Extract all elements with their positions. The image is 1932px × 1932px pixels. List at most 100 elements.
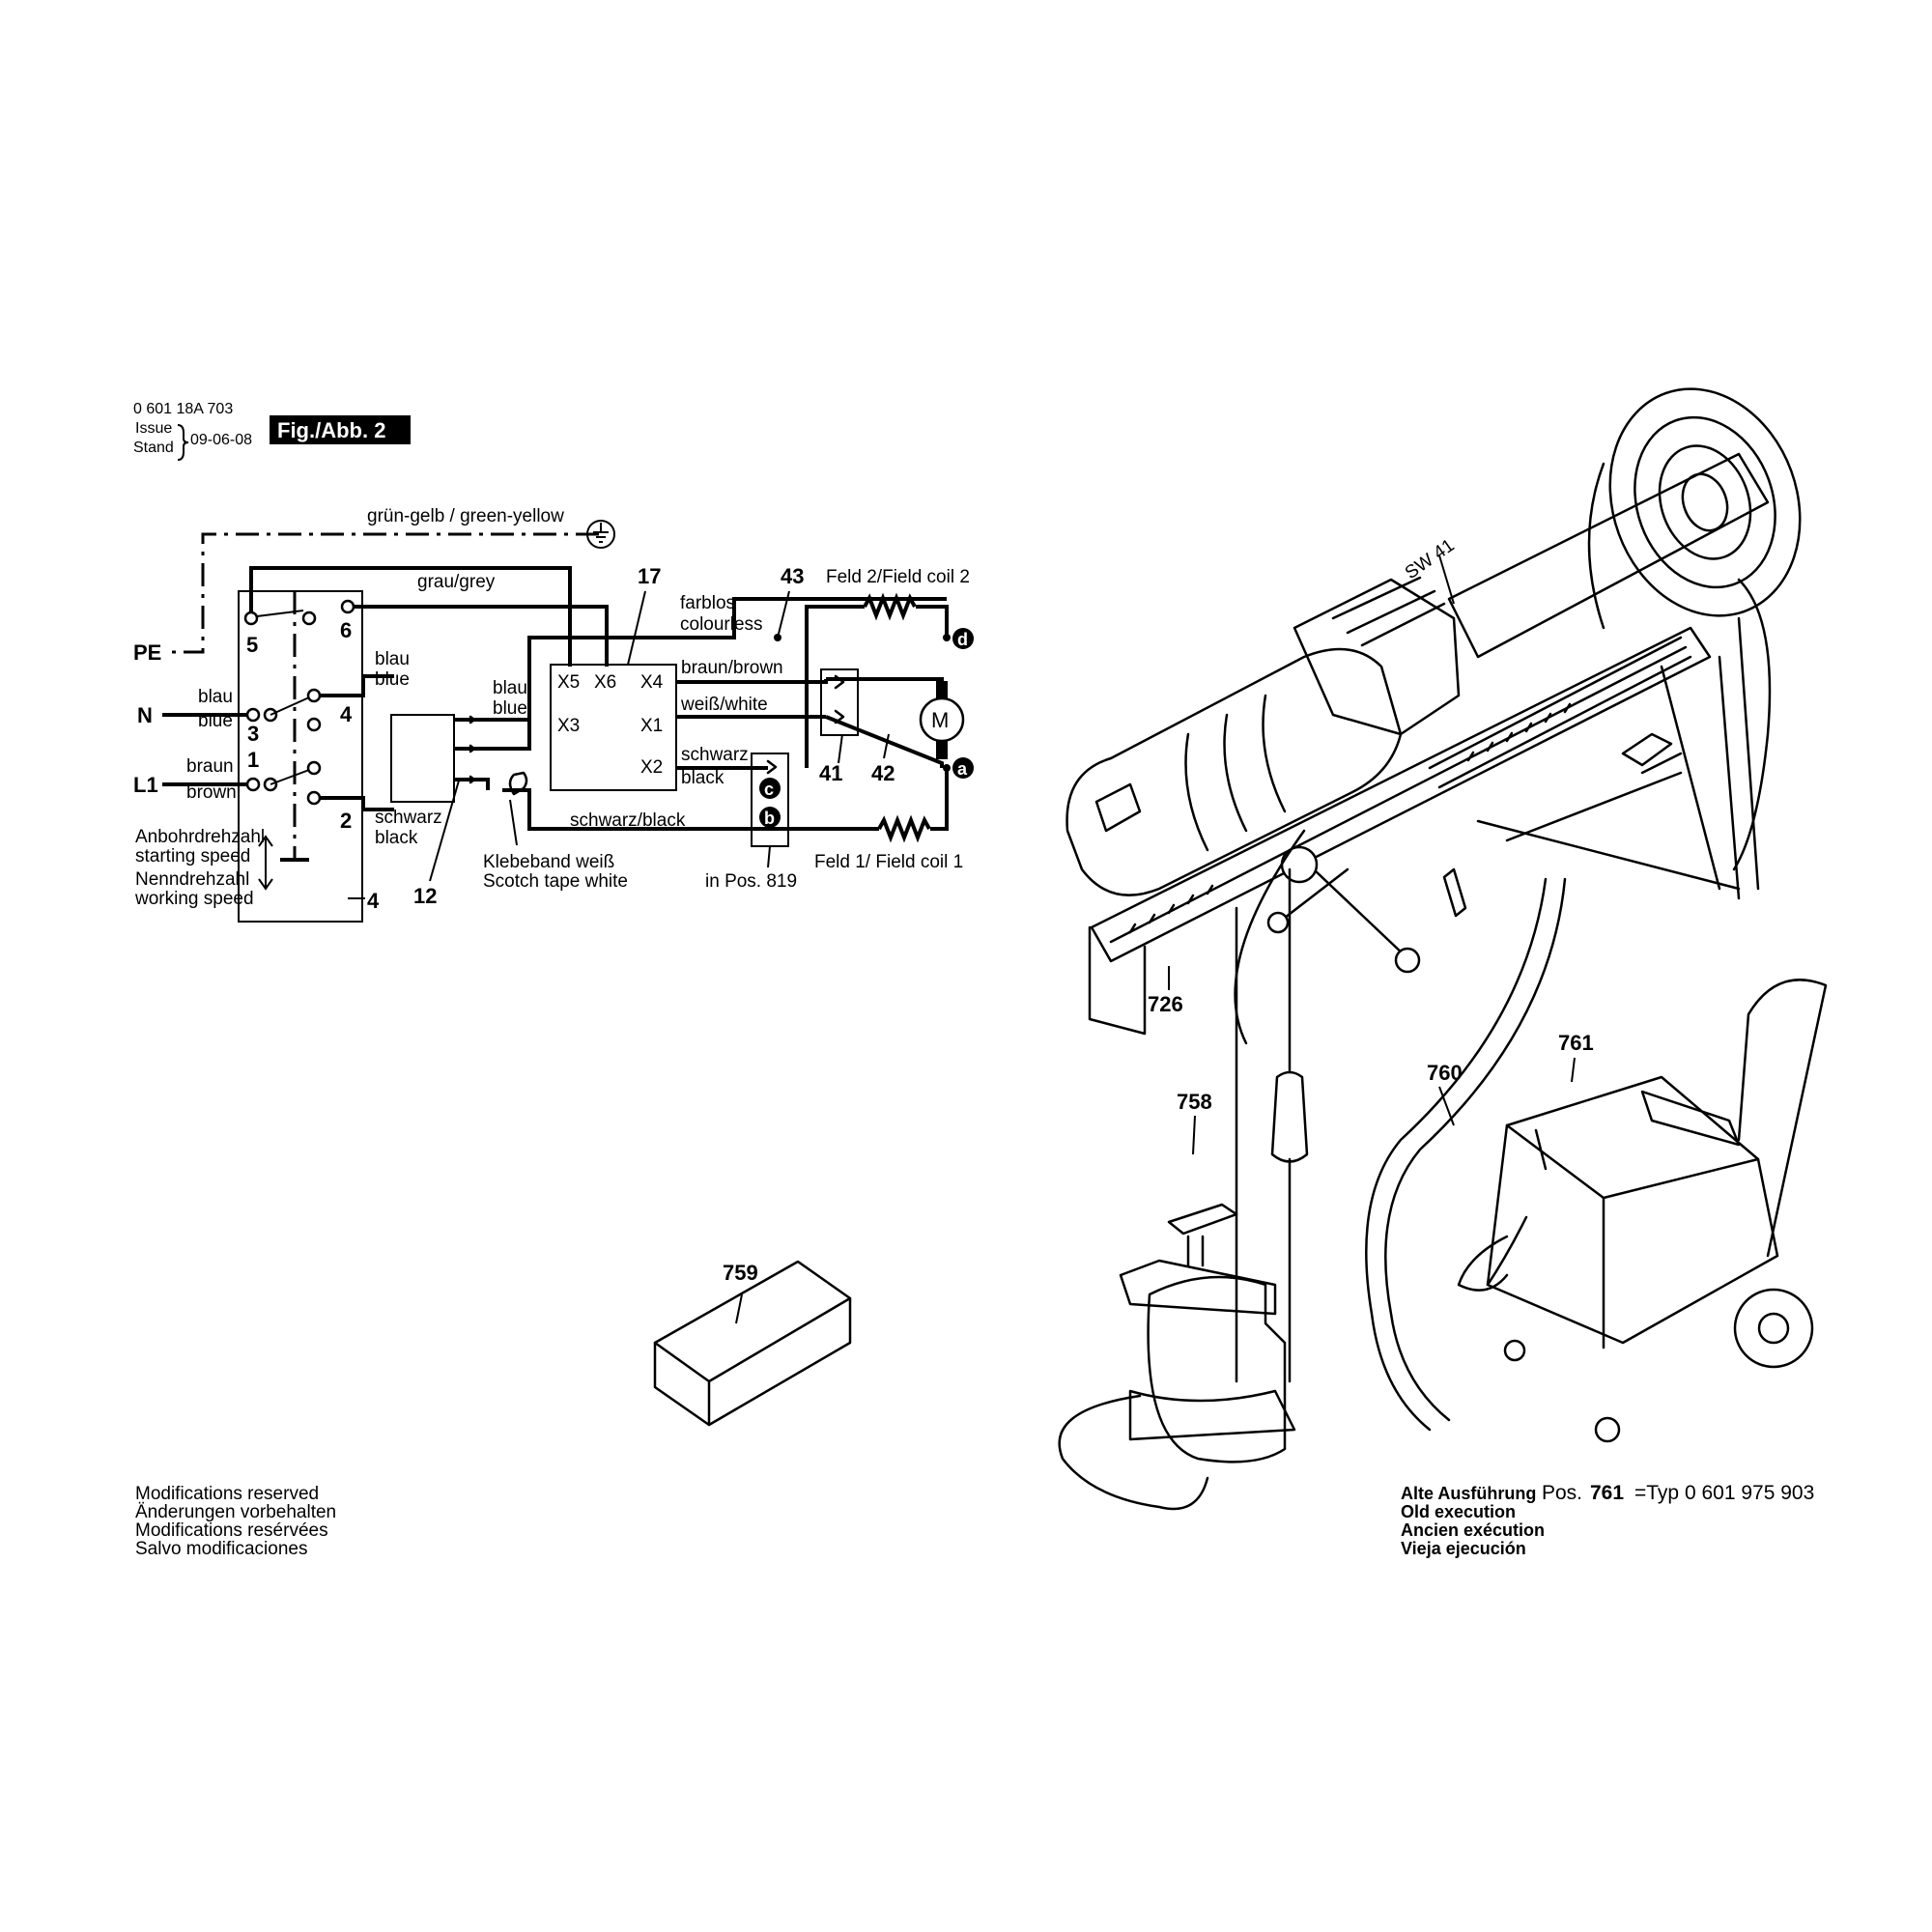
tape-label-en: Scotch tape white <box>483 871 628 892</box>
pos-761: 761 <box>1590 1482 1624 1504</box>
spindle <box>1447 452 1770 659</box>
blue-wire-de: blau <box>375 649 410 669</box>
conn-a-badge <box>952 757 974 779</box>
module-pos: 12 <box>413 884 437 908</box>
gearbox <box>1293 578 1461 736</box>
black-wire-module <box>454 778 879 831</box>
rig-rail <box>1090 626 1712 963</box>
pos-42-leader <box>883 733 890 759</box>
motor-label: M <box>931 708 949 732</box>
brown-wire-label: braun/brown <box>681 658 783 678</box>
part-761-leader <box>1571 1057 1576 1083</box>
node-d <box>943 634 951 641</box>
black-wire-label-de: schwarz <box>681 745 749 765</box>
node-a <box>943 764 951 772</box>
pos-43: 43 <box>781 564 804 588</box>
header: 0 601 18A 703 Issue Stand 09-06-08 Fig./… <box>133 401 411 461</box>
grey-wire-label: grau/grey <box>417 572 496 592</box>
drill-rig: SW 41 726 <box>1065 387 1802 1036</box>
conn-d: d <box>957 630 968 649</box>
tank-outlet-hose <box>1058 1394 1209 1511</box>
black-wire-en: black <box>375 828 418 848</box>
mod-es: Salvo modificaciones <box>135 1539 307 1559</box>
coil-2-feed <box>805 605 865 768</box>
switch-box <box>238 590 363 923</box>
connector-41 <box>820 668 859 736</box>
tape-label-de: Klebeband weiß <box>483 852 614 872</box>
brown-wire-out <box>676 679 828 684</box>
x5-label: X5 <box>557 672 580 693</box>
mod-de: Änderungen vorbehalten <box>135 1502 336 1522</box>
white-wire-label: weiß/white <box>680 695 768 715</box>
pos-43-dot <box>774 634 781 641</box>
old-es: Vieja ejecución <box>1401 1539 1526 1558</box>
n-wire-color-en: blue <box>198 711 233 731</box>
terminal-2: 2 <box>340 809 352 833</box>
x1-label: X1 <box>640 716 663 736</box>
footer-right: Alte Ausführung Old execution Ancien exé… <box>1401 1482 1814 1558</box>
electronics-feed <box>454 597 947 751</box>
electronics-pos: 17 <box>638 564 661 588</box>
colourless-en: colourless <box>680 614 763 635</box>
pos-43-leader <box>777 590 790 639</box>
module-pos-leader <box>429 780 460 882</box>
clamp <box>1621 732 1683 775</box>
old-en: Old execution <box>1401 1502 1516 1521</box>
black-wire-switch <box>320 796 394 811</box>
motor-brush-top <box>936 681 948 700</box>
connector-41-leader <box>838 733 843 764</box>
n-label: N <box>137 703 153 727</box>
terminals: 5 6 3 4 1 2 <box>243 599 355 833</box>
water-tank-758: 758 <box>1058 829 1309 1511</box>
part-759-label: 759 <box>723 1261 758 1285</box>
field-coil-2 <box>863 592 917 621</box>
blue-wire-en: blue <box>375 669 410 690</box>
issue-label: Issue <box>135 420 172 437</box>
sw-label: SW 41 <box>1402 535 1459 583</box>
black-black-label: schwarz/black <box>570 810 686 831</box>
vacuum-body <box>1486 1075 1779 1345</box>
speed-arrow <box>258 835 273 891</box>
stand-label: Stand <box>133 440 174 456</box>
terminal-6: 6 <box>340 618 352 642</box>
l1-label: L1 <box>133 773 158 797</box>
tape-leader <box>509 799 518 846</box>
pos-label: Pos. <box>1542 1482 1582 1504</box>
issue-date: 09-06-08 <box>190 432 252 448</box>
module-12 <box>390 714 455 803</box>
motor-symbol <box>919 696 965 743</box>
wiring-diagram: grün-gelb / green-yellow PE 4 grau/grey <box>133 506 974 923</box>
x4-label: X4 <box>640 672 664 693</box>
in-pos-leader <box>767 845 771 868</box>
electronics-17 <box>550 664 677 791</box>
x3-label: X3 <box>557 716 580 736</box>
terminal-3: 3 <box>247 722 259 746</box>
terminal-6-wire <box>353 605 609 667</box>
part-761-label: 761 <box>1558 1031 1594 1055</box>
typ-label: =Typ 0 601 975 903 <box>1634 1482 1814 1504</box>
old-de: Alte Ausführung <box>1401 1484 1536 1503</box>
feed-handle <box>1283 867 1407 958</box>
part-758-leader <box>1192 1115 1196 1155</box>
hose-outer <box>1365 877 1548 1432</box>
core-bit-disc <box>1608 387 1802 617</box>
doc-number: 0 601 18A 703 <box>133 401 233 417</box>
black-wire-label-en: black <box>681 768 724 788</box>
rail-end-bracket <box>1088 925 1147 1036</box>
water-valve <box>1270 1070 1309 1163</box>
footer-left: Modifications reserved Änderungen vorbeh… <box>135 1484 336 1559</box>
pump-handle <box>1167 1203 1238 1267</box>
blue-wire-3-en: blue <box>493 698 527 719</box>
terminal-5: 5 <box>246 633 258 657</box>
sw-leader <box>1438 554 1455 605</box>
starting-speed-de: Anbohrdrehzahl <box>135 827 265 847</box>
pos-42: 42 <box>871 761 895 785</box>
field-coil-1 <box>877 814 931 843</box>
motor-housing <box>1065 647 1403 896</box>
part-760-label: 760 <box>1427 1061 1463 1085</box>
terminal-4: 4 <box>340 702 353 726</box>
ground-wire-label: grün-gelb / green-yellow <box>367 506 564 526</box>
terminal-1: 1 <box>247 748 259 772</box>
connector-819-pin <box>766 759 778 775</box>
